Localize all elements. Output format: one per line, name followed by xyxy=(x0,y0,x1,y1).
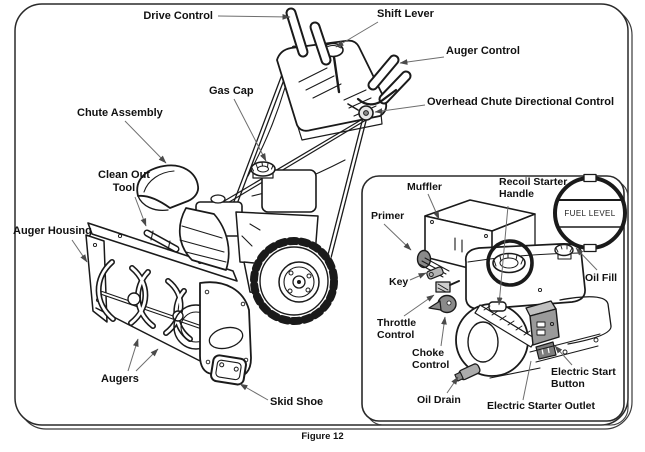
fuel-level-magnifier xyxy=(553,173,627,253)
label-skid-shoe: Skid Shoe xyxy=(270,396,324,408)
label-shift-lever: Shift Lever xyxy=(377,8,434,20)
leader-recoil-starter-handle xyxy=(496,205,509,306)
leader-clean-out-tool xyxy=(134,196,147,227)
chute-assembly-part xyxy=(136,164,230,271)
leader-auger-housing xyxy=(71,239,88,263)
label-auger-control: Auger Control xyxy=(446,45,520,57)
leader-oil-fill xyxy=(575,247,598,271)
ignition-key xyxy=(418,257,450,280)
label-key: Key xyxy=(389,276,409,288)
leader-electric-start-button xyxy=(554,345,573,366)
electric-start-button-part xyxy=(525,300,560,346)
leader-shift-lever xyxy=(335,21,379,48)
gas-cap-part xyxy=(250,161,276,179)
throttle-lever xyxy=(435,280,460,293)
primer-bulb xyxy=(416,249,432,269)
engine-base xyxy=(489,296,612,379)
leader-skid-shoe xyxy=(239,383,269,401)
label-recoil-starter-handle: Recoil Starter Handle xyxy=(499,176,568,200)
label-auger-housing: Auger Housing xyxy=(13,225,92,237)
leader-augers-2 xyxy=(135,348,159,372)
leader-chute-assembly xyxy=(124,120,167,164)
label-oil-drain: Oil Drain xyxy=(417,394,461,406)
label-throttle-control: Throttle Control xyxy=(377,317,417,341)
label-drive-control: Drive Control xyxy=(143,10,213,22)
label-gas-cap: Gas Cap xyxy=(209,85,254,97)
leader-choke-control xyxy=(440,316,447,347)
oil-fill-cap xyxy=(554,243,574,260)
handle-grips xyxy=(285,7,412,106)
label-chute-assembly: Chute Assembly xyxy=(77,107,163,119)
leader-gas-cap xyxy=(233,98,267,162)
fuel-cap-highlight-circle xyxy=(486,239,534,287)
leader-key xyxy=(409,272,427,281)
clean-out-tool-part xyxy=(143,229,180,253)
label-choke-control: Choke Control xyxy=(412,347,450,371)
label-augers: Augers xyxy=(101,373,139,385)
label-overhead-chute-directional-control: Overhead Chute Directional Control xyxy=(427,96,615,108)
snowblower-illustration xyxy=(85,7,412,386)
label-primer: Primer xyxy=(371,210,405,222)
fuel-cap xyxy=(486,239,534,287)
leader-drive-control xyxy=(217,13,291,20)
leader-augers-1 xyxy=(127,338,139,372)
label-oil-fill: Oil Fill xyxy=(585,272,618,284)
leader-electric-starter-outlet xyxy=(522,360,532,401)
choke-knob xyxy=(428,294,457,314)
leader-lines xyxy=(71,13,598,401)
leader-throttle-control xyxy=(403,294,435,317)
figure-caption: Figure 12 xyxy=(301,431,344,442)
wheel xyxy=(250,237,338,325)
label-electric-start-button: Electric Start Button xyxy=(551,366,616,390)
chute-crank-knob xyxy=(347,103,374,121)
leader-primer xyxy=(383,223,412,251)
label-clean-out-tool: Clean Out Tool xyxy=(98,169,150,194)
label-muffler: Muffler xyxy=(407,181,442,193)
leader-auger-control xyxy=(399,56,445,65)
leader-muffler xyxy=(427,193,440,220)
augers-part xyxy=(95,259,219,350)
label-fuel-level: FUEL LEVEL xyxy=(564,209,616,218)
skid-shoe-part xyxy=(210,354,247,386)
leader-overhead-chute xyxy=(374,104,426,114)
engine-closeup-illustration xyxy=(416,173,627,382)
label-electric-starter-outlet: Electric Starter Outlet xyxy=(487,400,595,412)
leader-oil-drain xyxy=(446,376,459,394)
recoil-starter xyxy=(455,301,537,377)
